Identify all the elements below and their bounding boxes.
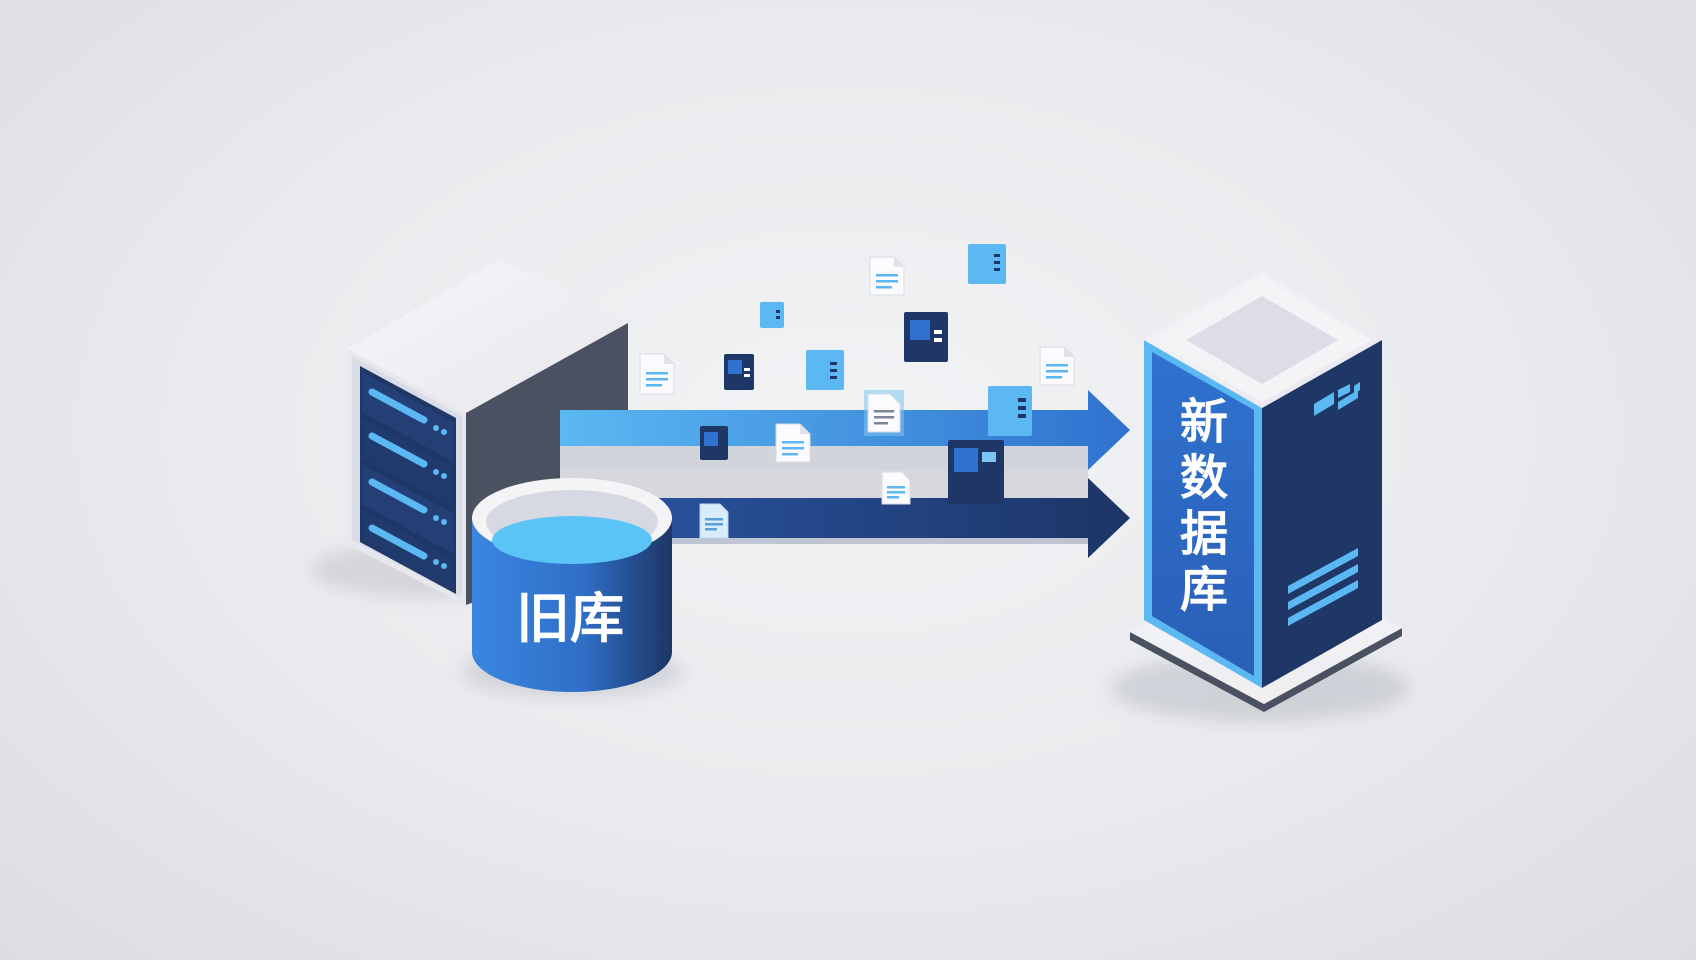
drive-light <box>368 524 428 560</box>
document-icon <box>639 353 675 395</box>
new-database-label: 新数据库 <box>1180 394 1228 618</box>
new-database-tower: 新数据库 <box>1110 272 1410 722</box>
old-server-top <box>348 259 628 413</box>
new-database-label-char: 数 <box>1180 450 1228 506</box>
data-card-icon <box>988 386 1032 436</box>
new-database-label-char: 库 <box>1180 562 1228 618</box>
drive-light <box>368 432 428 468</box>
document-icon <box>775 423 811 463</box>
tower-top-inset <box>1186 296 1338 384</box>
document-icon <box>881 471 911 505</box>
tower-side-indicators <box>1314 382 1360 416</box>
old-server-drive-bays <box>362 372 454 592</box>
old-database-liquid <box>492 516 652 564</box>
arrow-upper <box>560 390 1130 470</box>
new-database-label-char: 新 <box>1180 394 1228 450</box>
old-database-body <box>472 518 672 692</box>
document-icon <box>869 256 905 296</box>
data-card-icon <box>760 302 784 328</box>
drive-light <box>368 478 428 514</box>
document-icon <box>699 503 729 539</box>
data-card-icon <box>700 426 728 460</box>
document-icon <box>864 390 904 436</box>
arrow-upper-body <box>560 390 1130 470</box>
data-card-icon <box>948 440 1004 504</box>
data-card-icon <box>806 350 844 390</box>
tower-side-vents <box>1288 548 1358 626</box>
data-card-icon <box>904 312 948 362</box>
data-card-icon <box>968 244 1006 284</box>
document-icon <box>1039 346 1075 386</box>
old-database: 旧库 <box>460 478 684 698</box>
floating-data <box>639 244 1075 539</box>
drive-light <box>368 388 428 424</box>
data-card-icon <box>724 354 754 390</box>
new-database-label-text: 新数据库 <box>1180 394 1228 618</box>
new-database-label-char: 据 <box>1180 506 1228 562</box>
old-database-label: 旧库 <box>516 587 624 650</box>
drive-bay <box>362 372 454 462</box>
tower-front-panel <box>1152 352 1254 676</box>
